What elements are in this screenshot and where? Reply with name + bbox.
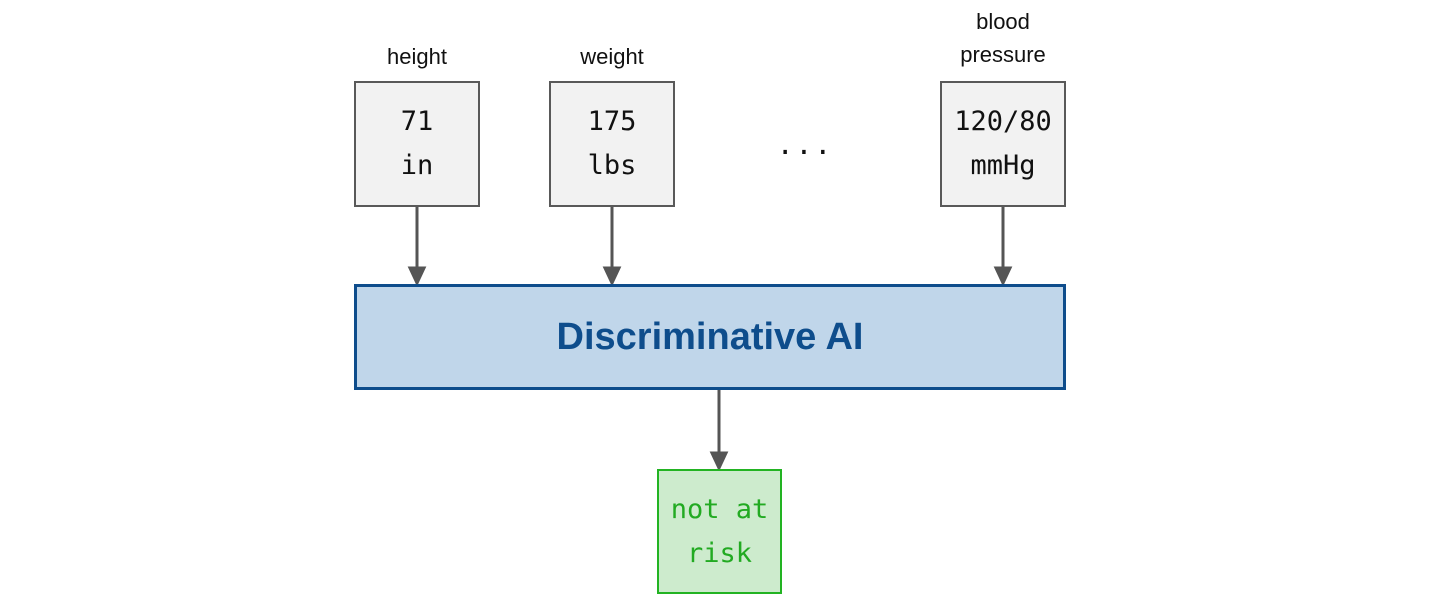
blood-pressure-arrowhead <box>993 266 1013 287</box>
output-arrowhead <box>709 451 729 472</box>
discriminative-ai-box: Discriminative AI <box>354 284 1066 390</box>
blood-pressure-value: 120/80 mmHg <box>954 106 1052 181</box>
blood-pressure-label: blood pressure <box>960 9 1046 67</box>
weight-input-box: 175 lbs <box>549 81 675 207</box>
more-inputs-ellipsis: ... <box>776 128 834 161</box>
weight-arrowhead <box>602 266 622 287</box>
weight-value: 175 lbs <box>587 106 637 181</box>
weight-label: weight <box>580 44 644 69</box>
height-label: height <box>387 44 447 69</box>
height-arrowhead <box>407 266 427 287</box>
height-input-box: 71 in <box>354 81 480 207</box>
blood-pressure-input-box: 120/80 mmHg <box>940 81 1066 207</box>
height-value: 71 in <box>400 106 434 181</box>
output-value: not at risk <box>670 493 769 569</box>
discriminative-ai-label: Discriminative AI <box>556 315 864 358</box>
output-box: not at risk <box>657 469 782 594</box>
